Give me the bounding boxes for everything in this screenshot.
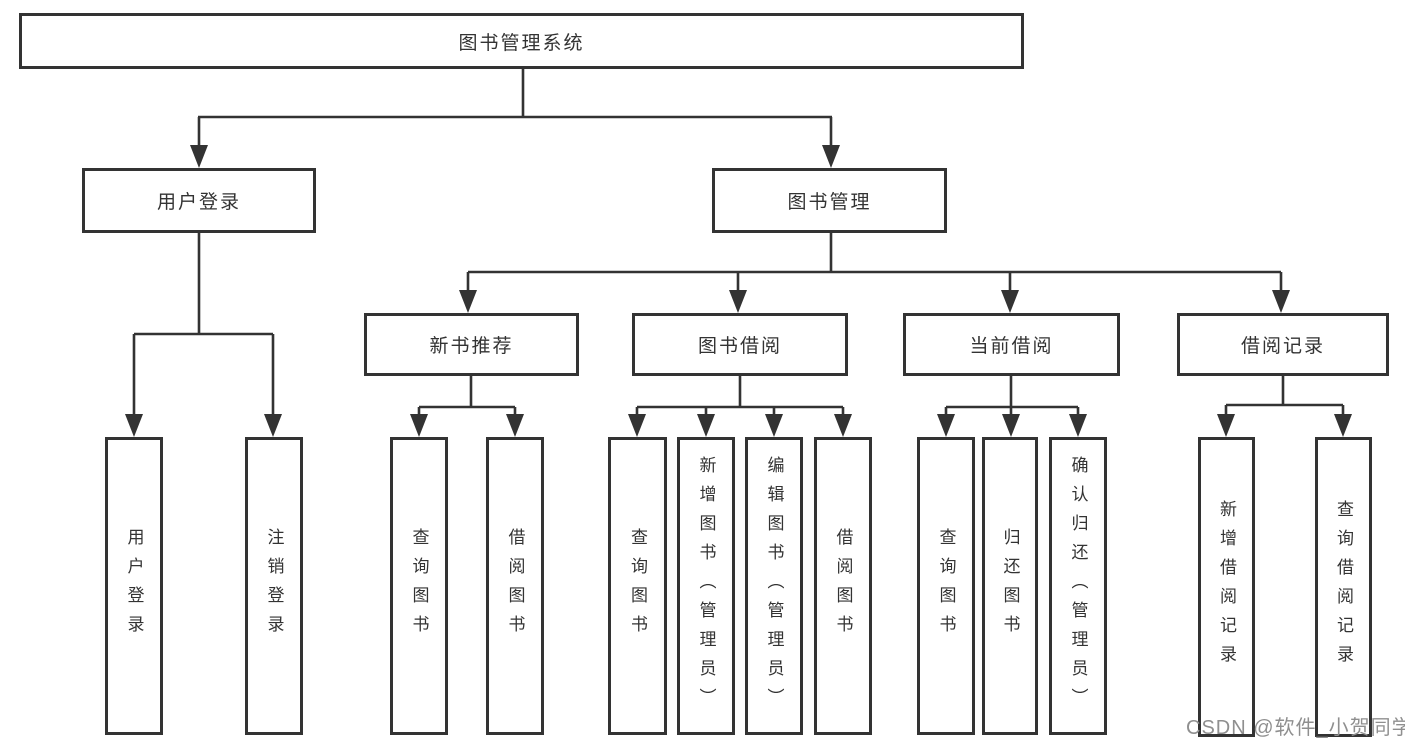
csdn-watermark: CSDN @软件_小贺同学 — [1186, 717, 1405, 739]
leaf-label: 新增借阅记录 — [1217, 500, 1236, 674]
node-book-management: 图书管理 — [712, 168, 947, 233]
leaf-query-book-recommend: 查询图书 — [390, 437, 448, 735]
node-label: 图书管理系统 — [458, 32, 585, 54]
leaf-label: 查询图书 — [936, 528, 956, 644]
leaf-query-book-borrow: 查询图书 — [608, 437, 667, 735]
leaf-label: 归还图书 — [1000, 528, 1020, 644]
leaf-confirm-return-admin: 确认归还（管理员） — [1049, 437, 1107, 735]
leaf-edit-book-admin: 编辑图书（管理员） — [745, 437, 803, 735]
leaf-label: 查询图书 — [409, 528, 429, 644]
node-label: 图书管理 — [787, 192, 872, 213]
leaf-label: 借阅图书 — [833, 528, 853, 644]
node-label: 用户登录 — [156, 192, 241, 213]
leaf-logout: 注销登录 — [245, 437, 303, 735]
node-label: 借阅记录 — [1240, 336, 1325, 357]
leaf-query-book-current: 查询图书 — [917, 437, 975, 735]
leaf-add-book-admin: 新增图书（管理员） — [677, 437, 735, 735]
leaf-label: 用户登录 — [124, 528, 144, 644]
node-label: 当前借阅 — [969, 336, 1054, 357]
node-label: 新书推荐 — [429, 336, 514, 357]
leaf-borrow-book-recommend: 借阅图书 — [486, 437, 544, 735]
node-book-borrow: 图书借阅 — [632, 313, 848, 376]
leaf-user-login: 用户登录 — [105, 437, 163, 735]
node-library-management-system: 图书管理系统 — [19, 13, 1024, 69]
node-current-borrow: 当前借阅 — [903, 313, 1120, 376]
leaf-borrow-book: 借阅图书 — [814, 437, 872, 735]
leaf-query-borrow-record: 查询借阅记录 — [1315, 437, 1372, 737]
leaf-label: 新增图书（管理员） — [696, 455, 716, 717]
leaf-label: 查询图书 — [628, 528, 647, 644]
leaf-label: 编辑图书（管理员） — [764, 455, 784, 717]
leaf-label: 注销登录 — [264, 528, 284, 644]
leaf-add-borrow-record: 新增借阅记录 — [1198, 437, 1255, 737]
node-new-book-recommend: 新书推荐 — [364, 313, 579, 376]
node-label: 图书借阅 — [697, 336, 782, 357]
leaf-return-book: 归还图书 — [982, 437, 1038, 735]
leaf-label: 确认归还（管理员） — [1068, 455, 1088, 717]
leaf-label: 借阅图书 — [505, 528, 525, 644]
leaf-label: 查询借阅记录 — [1334, 500, 1353, 674]
node-borrow-record: 借阅记录 — [1177, 313, 1389, 376]
node-user-login: 用户登录 — [82, 168, 316, 233]
